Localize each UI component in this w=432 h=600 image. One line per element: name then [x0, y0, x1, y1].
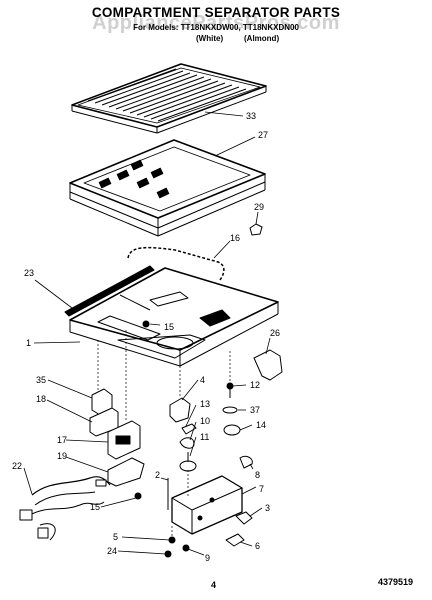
part-wire-harness-16	[127, 246, 225, 281]
part-11	[179, 452, 197, 472]
callout-12: 12	[250, 380, 260, 390]
callout-37: 37	[250, 405, 260, 415]
callout-23: 23	[24, 268, 34, 278]
part-bracket-26	[253, 349, 283, 381]
part-screw-9	[182, 544, 190, 552]
callout-5: 5	[113, 532, 118, 542]
callout-15-lower: 15	[90, 502, 100, 512]
model-numbers: For Models: TT18NKXDW00, TT18NKXDN00	[133, 23, 299, 32]
part-clip-29	[249, 223, 263, 236]
alignment-lines	[97, 330, 231, 536]
callout-18: 18	[36, 394, 46, 404]
callout-22: 22	[12, 461, 22, 471]
variant-almond: (Almond)	[244, 34, 280, 43]
callout-15-upper: 15	[164, 322, 174, 332]
part-shelf-grille	[71, 63, 267, 134]
part-separator-plate	[69, 267, 279, 367]
callout-8: 8	[255, 470, 260, 480]
callout-7: 7	[259, 484, 264, 494]
part-mount-7	[171, 475, 243, 535]
callout-11: 11	[200, 432, 209, 442]
part-6	[225, 533, 245, 547]
part-3	[235, 511, 253, 525]
part-4	[169, 397, 191, 423]
part-19	[107, 457, 145, 487]
callout-3: 3	[265, 503, 270, 513]
callout-13: 13	[200, 399, 210, 409]
callout-29: 29	[254, 202, 264, 212]
part-screw-15-lower	[134, 492, 142, 500]
part-14	[223, 424, 241, 436]
variant-white: (White)	[196, 34, 224, 43]
document-part-number: 4379519	[378, 577, 414, 587]
callout-6: 6	[255, 541, 260, 551]
callout-17: 17	[57, 435, 67, 445]
callout-14: 14	[256, 420, 266, 430]
callout-2: 2	[155, 470, 160, 480]
watermark: AppliancePartsPros.com	[92, 12, 340, 34]
callout-19: 19	[57, 451, 67, 461]
callout-26: 26	[270, 328, 280, 338]
part-37	[222, 406, 238, 414]
callout-27: 27	[258, 130, 268, 140]
page-number: 4	[211, 580, 217, 590]
callout-10: 10	[200, 416, 210, 426]
part-screw-15-upper	[142, 320, 150, 328]
part-10	[179, 437, 195, 449]
callout-4: 4	[200, 375, 205, 385]
callout-24: 24	[107, 546, 117, 556]
callout-labels: 33 27 29 16 23 1 15 26 35 4 12 18 37 13 …	[12, 111, 280, 563]
part-8	[239, 455, 253, 469]
part-wiring-22	[19, 476, 111, 541]
part-control-17	[107, 420, 141, 460]
callout-1: 1	[26, 338, 31, 348]
callout-9: 9	[205, 553, 210, 563]
leader-lines	[23, 111, 271, 556]
diagram-title: COMPARTMENT SEPARATOR PARTS	[91, 5, 341, 20]
callout-35: 35	[36, 375, 46, 385]
callout-16: 16	[230, 233, 240, 243]
part-13	[181, 423, 197, 435]
part-separator-frame	[69, 139, 266, 237]
callout-33: 33	[246, 111, 256, 121]
part-strip-23	[64, 265, 155, 317]
